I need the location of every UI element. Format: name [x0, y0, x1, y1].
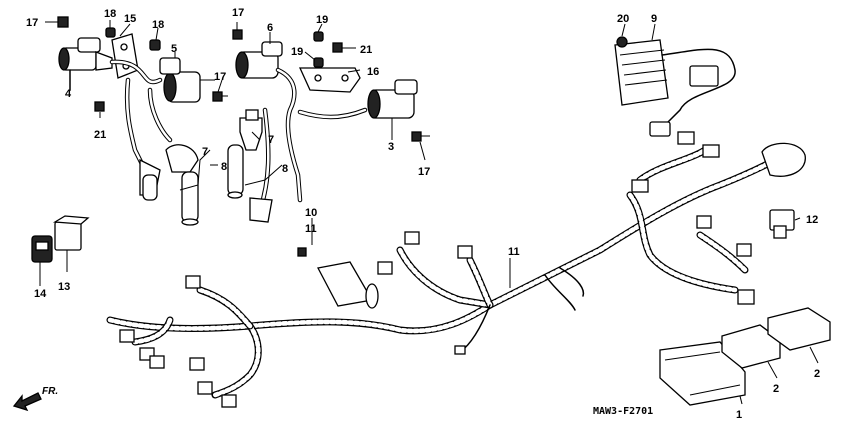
callout-10: 10	[305, 207, 317, 219]
callout-2b: 2	[814, 368, 820, 380]
spark-plug-cap-right[interactable]	[249, 197, 273, 223]
callout-1: 1	[736, 409, 742, 421]
rubber-mount-14[interactable]	[31, 235, 53, 263]
spark-plug-cap-left[interactable]	[139, 158, 161, 201]
callout-18b: 18	[152, 19, 164, 31]
direction-label: FR.	[42, 386, 58, 397]
plug-boot-8a[interactable]	[181, 171, 199, 226]
callout-20: 20	[617, 13, 629, 25]
harness-connectors[interactable]	[119, 131, 755, 408]
callout-21b: 21	[360, 44, 372, 56]
control-unit-2b[interactable]	[767, 307, 831, 351]
relay-12[interactable]	[769, 209, 795, 239]
callout-2a: 2	[773, 383, 779, 395]
callout-5: 5	[171, 43, 177, 55]
callout-19b: 19	[291, 46, 303, 58]
callout-14: 14	[34, 288, 47, 300]
relay-13[interactable]	[52, 215, 90, 251]
callout-19a: 19	[316, 14, 328, 26]
bolt-17c[interactable]	[232, 22, 243, 40]
harness-main-connector[interactable]	[317, 261, 379, 309]
callout-7b: 7	[268, 134, 274, 146]
callout-17d: 17	[418, 166, 430, 178]
callout-3: 3	[388, 141, 394, 153]
callout-17a: 17	[26, 17, 38, 29]
nut-18b[interactable]	[149, 39, 161, 51]
ignition-coil-4[interactable]	[58, 37, 113, 91]
callout-6: 6	[267, 22, 273, 34]
harness-end-connector[interactable]	[761, 142, 806, 177]
collar-20[interactable]	[616, 36, 628, 48]
callout-15: 15	[124, 13, 136, 25]
callout-8b: 8	[282, 163, 288, 175]
callout-13: 13	[58, 281, 70, 293]
ignition-coil-5[interactable]	[159, 57, 215, 103]
nut-19b[interactable]	[313, 57, 324, 68]
plug-cap-7a[interactable]	[165, 144, 199, 173]
bolt-17a[interactable]	[45, 16, 69, 28]
front-arrow-icon	[12, 392, 42, 412]
callout-17b: 17	[232, 7, 244, 19]
bracket-16[interactable]	[298, 67, 361, 93]
callout-16: 16	[367, 66, 379, 78]
plug-cap-7b[interactable]	[239, 109, 263, 151]
nut-19a[interactable]	[313, 31, 324, 42]
callout-18a: 18	[104, 8, 116, 20]
bolt-21a[interactable]	[94, 101, 105, 112]
clip-10[interactable]	[297, 247, 307, 257]
bolt-21b[interactable]	[332, 42, 356, 53]
bracket-15[interactable]	[111, 33, 139, 79]
regulator-rectifier-9[interactable]	[614, 39, 736, 137]
callout-11a: 11	[305, 223, 317, 235]
wire-harness-11[interactable]	[106, 146, 779, 399]
ecu-cover-1[interactable]	[659, 341, 746, 406]
callout-9: 9	[651, 13, 657, 25]
control-unit-2a[interactable]	[721, 324, 781, 369]
bolt-17d[interactable]	[411, 131, 430, 142]
nut-18a[interactable]	[105, 27, 116, 38]
callout-21a: 21	[94, 129, 106, 141]
callout-7a: 7	[202, 146, 208, 158]
callout-8a: 8	[221, 161, 227, 173]
figure-code: MAW3-F2701	[593, 406, 653, 417]
callout-12: 12	[806, 214, 818, 226]
callout-11b: 11	[508, 246, 520, 258]
callout-17c: 17	[214, 71, 226, 83]
callout-4: 4	[65, 88, 72, 100]
leader-lines	[39, 20, 819, 405]
ignition-coil-6[interactable]	[235, 41, 283, 79]
bolt-17b[interactable]	[212, 91, 228, 102]
ignition-coil-3[interactable]	[367, 79, 418, 119]
plug-boot-8b[interactable]	[227, 144, 244, 199]
